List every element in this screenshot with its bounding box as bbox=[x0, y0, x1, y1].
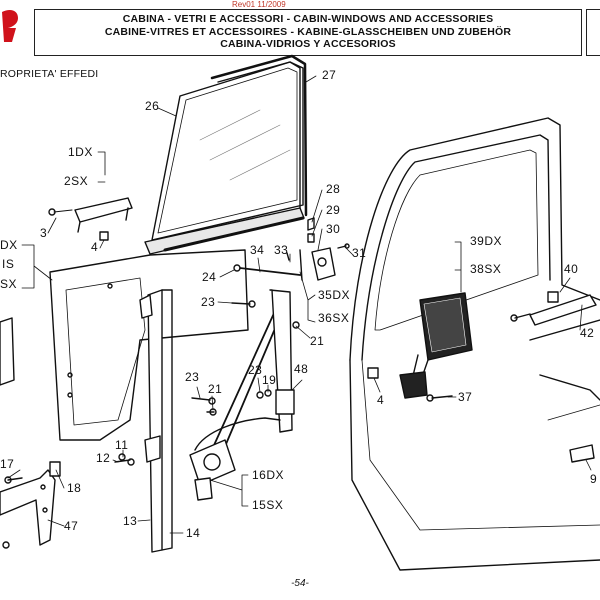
callout-27: 27 bbox=[322, 68, 337, 82]
page-number: -54- bbox=[291, 578, 309, 589]
callout-40: 40 bbox=[564, 262, 579, 276]
callout-leader-lines bbox=[7, 75, 592, 534]
callout-9: 9 bbox=[590, 472, 598, 486]
glass-guide-rails bbox=[139, 289, 173, 553]
title-line-french-german: CABINE-VITRES ET ACCESSOIRES - KABINE-GL… bbox=[104, 25, 512, 38]
callout-31: 31 bbox=[352, 246, 367, 260]
cabin-door-frame bbox=[349, 117, 600, 571]
callout-12: 12 bbox=[96, 451, 111, 465]
callout-sx-left: SX bbox=[0, 277, 18, 291]
callout-26: 26 bbox=[145, 99, 160, 113]
inner-handle bbox=[48, 197, 133, 241]
callout-36sx: 36SX bbox=[318, 311, 350, 325]
callout-33: 33 bbox=[274, 243, 289, 257]
outer-handle bbox=[510, 291, 597, 326]
callout-4-handle: 4 bbox=[91, 240, 99, 254]
table-reference-box bbox=[586, 9, 600, 56]
left-edge-bracket bbox=[0, 317, 15, 386]
callout-21-upper: 21 bbox=[310, 334, 325, 348]
part-9-block bbox=[569, 444, 595, 463]
page-title-box: CABINA - VETRI E ACCESSORI - CABIN-WINDO… bbox=[34, 9, 582, 56]
brand-logo bbox=[2, 10, 18, 42]
door-inner-panel bbox=[49, 249, 249, 441]
glass-lower-rail bbox=[144, 207, 305, 255]
revision-label: Rev01 11/2009 bbox=[232, 0, 286, 9]
callout-21-lower: 21 bbox=[208, 382, 223, 396]
copyright-notice: ROPRIETA' EFFEDI bbox=[0, 68, 99, 80]
callout-23-lower-right: 23 bbox=[248, 363, 263, 377]
callout-24: 24 bbox=[202, 270, 217, 284]
callout-16dx: 16DX bbox=[252, 468, 285, 482]
callout-34: 34 bbox=[250, 243, 265, 257]
callout-17: 17 bbox=[0, 457, 15, 471]
callout-42: 42 bbox=[580, 326, 595, 340]
door-hinge bbox=[0, 461, 61, 549]
title-line-italian: CABINA - VETRI E ACCESSORI - CABIN-WINDO… bbox=[122, 13, 494, 25]
callout-28: 28 bbox=[326, 182, 341, 196]
callout-29: 29 bbox=[326, 203, 341, 217]
callout-23-lower-left: 23 bbox=[185, 370, 200, 384]
callout-37: 37 bbox=[458, 390, 473, 404]
title-line-spanish: CABINA-VIDRIOS Y ACCESORIOS bbox=[220, 38, 396, 50]
callout-39dx: 39DX bbox=[470, 234, 503, 248]
callout-13: 13 bbox=[123, 514, 138, 528]
callout-47: 47 bbox=[64, 519, 79, 533]
callout-1dx: 1DX bbox=[68, 145, 93, 159]
callout-dx-left: DX bbox=[0, 238, 18, 252]
callout-35dx: 35DX bbox=[318, 288, 351, 302]
callout-14: 14 bbox=[186, 526, 201, 540]
callout-18: 18 bbox=[67, 481, 82, 495]
callout-15sx: 15SX bbox=[252, 498, 284, 512]
callout-3: 3 bbox=[40, 226, 48, 240]
callout-38sx: 38SX bbox=[470, 262, 502, 276]
callout-23-upper: 23 bbox=[201, 295, 216, 309]
callout-30: 30 bbox=[326, 222, 341, 236]
callout-2sx: 2SX bbox=[64, 174, 89, 188]
callout-is-left: IS bbox=[2, 257, 15, 271]
callout-48: 48 bbox=[294, 362, 309, 376]
window-regulator bbox=[189, 289, 295, 501]
glass-run-channel bbox=[210, 54, 308, 217]
callout-19: 19 bbox=[262, 373, 277, 387]
fasteners bbox=[114, 300, 300, 466]
rearview-mirror bbox=[399, 292, 473, 402]
callout-11: 11 bbox=[115, 438, 129, 452]
door-latch-assembly bbox=[233, 217, 350, 281]
callout-4-mirror: 4 bbox=[377, 393, 385, 407]
